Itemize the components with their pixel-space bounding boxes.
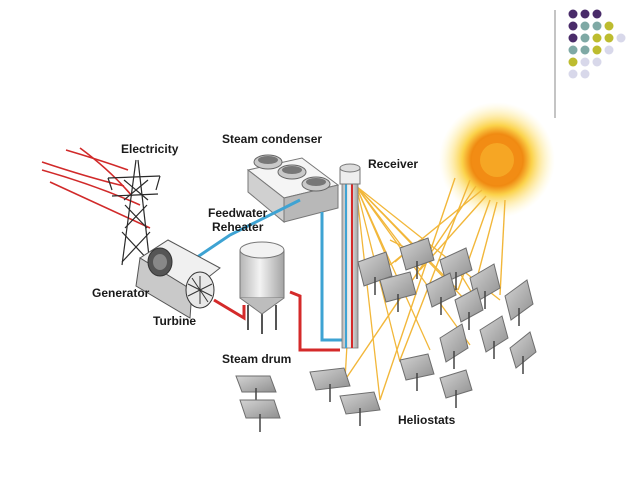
corner-dot: [568, 45, 578, 55]
corner-dot: [592, 57, 602, 67]
corner-dot: [604, 45, 614, 55]
heliostat-field: [235, 237, 537, 432]
corner-dot: [568, 33, 578, 43]
corner-dot: [592, 9, 602, 19]
corner-dot: [580, 69, 590, 79]
heliostat-mirror: [439, 323, 469, 363]
corner-dot: [604, 33, 614, 43]
label-electricity: Electricity: [121, 142, 179, 156]
corner-dot: [580, 9, 590, 19]
corner-dot: [580, 21, 590, 31]
heliostat-mirror: [339, 391, 381, 415]
heliostat-mirror: [235, 375, 277, 393]
corner-dot: [568, 21, 578, 31]
heliostat-mirror: [509, 331, 537, 369]
heliostat-mirror: [239, 399, 281, 419]
generator-turbine: [135, 239, 221, 319]
label-steam-drum: Steam drum: [222, 352, 292, 366]
steam-drum: [239, 241, 285, 334]
corner-dot: [580, 57, 590, 67]
corner-dot: [580, 45, 590, 55]
heliostat-mirror: [504, 279, 534, 321]
corner-dot: [580, 33, 590, 43]
heliostat-mirror: [425, 272, 457, 308]
label-turbine: Turbine: [153, 314, 197, 328]
heliostat-mirror: [454, 287, 484, 323]
heliostat-mirror: [479, 315, 509, 353]
label-feedwater-reheater: Feedwater Reheater: [208, 206, 268, 234]
sun-icon: [439, 102, 555, 218]
label-receiver: Receiver: [368, 157, 419, 171]
label-steam-condenser: Steam condenser: [222, 132, 323, 146]
heliostat-mirror: [439, 369, 473, 399]
corner-dot: [592, 21, 602, 31]
heliostat-mirror: [399, 237, 435, 271]
receiver-tower: [339, 163, 361, 349]
heliostat-mirror: [309, 367, 351, 391]
label-generator: Generator: [92, 286, 150, 300]
corner-dot: [568, 69, 578, 79]
heliostat-mirror: [399, 353, 435, 381]
corner-dot: [568, 57, 578, 67]
label-heliostats: Heliostats: [398, 413, 456, 427]
corner-dot: [616, 33, 626, 43]
cold-pipes: [189, 198, 343, 342]
steam-condenser: [246, 154, 340, 224]
corner-dot: [592, 33, 602, 43]
heliostat-mirror: [379, 271, 417, 303]
corner-dot: [568, 9, 578, 19]
heliostat-mirror: [357, 251, 393, 287]
corner-dot: [604, 21, 614, 31]
corner-dot-grid: [568, 9, 626, 79]
corner-dot: [592, 45, 602, 55]
